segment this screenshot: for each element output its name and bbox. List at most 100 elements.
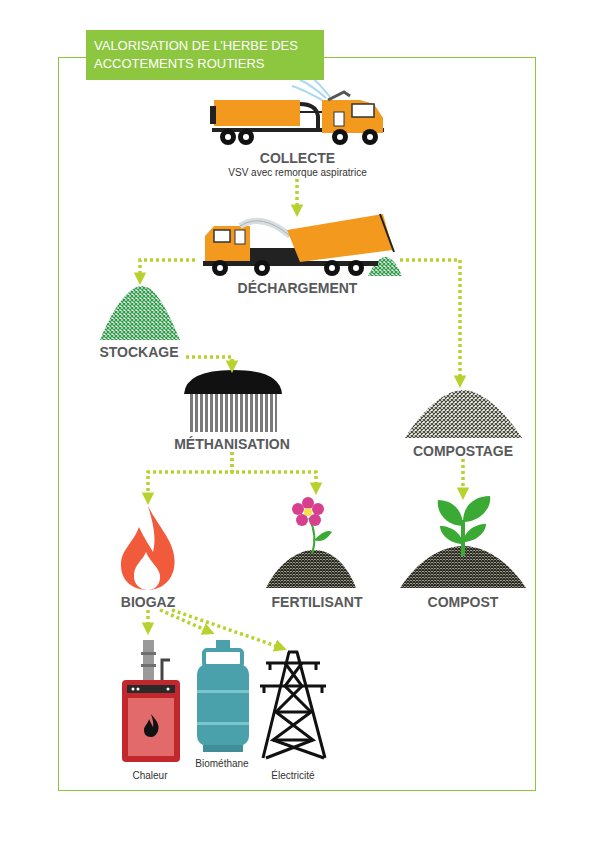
- step-label: MÉTHANISATION: [174, 436, 290, 452]
- digester: [189, 394, 277, 432]
- collect-truck: [322, 100, 383, 133]
- flame-icon: [121, 506, 175, 590]
- electricity-use: Électricité: [256, 648, 330, 782]
- gas-bottle-icon: [197, 640, 249, 752]
- unload-truck: [212, 260, 228, 276]
- unload-truck: [329, 265, 335, 271]
- collect-truck: [220, 129, 236, 145]
- unload-truck: [254, 260, 270, 276]
- digester: [184, 370, 282, 394]
- flow-arrow: [232, 452, 316, 490]
- flow-arrow: [186, 357, 232, 368]
- collect-truck: [328, 92, 350, 100]
- boiler-icon: [132, 688, 135, 691]
- unload-truck: [368, 257, 402, 276]
- unload-truck: [203, 214, 402, 276]
- step-label: Biométhane: [195, 757, 248, 770]
- collect-truck: [300, 104, 318, 128]
- flow-arrow: [295, 179, 299, 212]
- flower-icon: [314, 531, 332, 541]
- plant-icon: [463, 524, 486, 542]
- pylon-icon: [263, 652, 325, 758]
- step-label: COLLECTE: [260, 150, 335, 166]
- collect-truck: [334, 112, 344, 126]
- collect-truck: [337, 134, 343, 140]
- compost-heap: [405, 390, 522, 438]
- flow-arrow: [172, 610, 282, 648]
- collect-truck: [352, 104, 374, 117]
- boiler-icon: [167, 688, 170, 691]
- collect-truck: [367, 134, 373, 140]
- flower-icon: [304, 508, 312, 516]
- diagram-title: VALORISATION DE L’HERBE DES ACCOTEMENTS …: [94, 37, 318, 73]
- storage-pile: [100, 286, 180, 340]
- flower-icon: [266, 497, 356, 588]
- compost-heap: [405, 390, 522, 438]
- collect-truck: [238, 129, 254, 145]
- step-label: Électricité: [271, 769, 314, 782]
- plant-icon: [463, 496, 490, 522]
- unload-truck: [259, 265, 265, 271]
- compost-output: COMPOST: [400, 495, 526, 610]
- step-sublabel: VSV avec remorque aspiratrice: [228, 166, 366, 179]
- boiler-icon: [162, 660, 170, 682]
- collect-truck: [214, 100, 300, 126]
- flow-arrow: [146, 610, 150, 630]
- boiler-icon: [141, 664, 156, 667]
- boiler-icon: [122, 680, 180, 762]
- unload-truck: [287, 214, 393, 262]
- flower-icon: [292, 503, 304, 515]
- collect-truck: [292, 76, 330, 100]
- flow-arrow: [140, 260, 195, 280]
- collect-step: COLLECTEVSV avec remorque aspiratrice: [200, 95, 395, 179]
- plant-icon: [440, 526, 463, 544]
- flow-arrow: [148, 452, 232, 500]
- pylon-icon: [264, 663, 322, 693]
- collect-truck: [225, 134, 231, 140]
- unload-truck: [348, 260, 364, 276]
- boiler-icon: [137, 688, 140, 691]
- flower-icon: [309, 514, 321, 526]
- unload-truck: [353, 265, 359, 271]
- boiler-icon: [128, 698, 174, 756]
- flower-icon: [302, 497, 314, 509]
- gas-bottle-icon: [204, 650, 242, 666]
- boiler-icon: [127, 685, 175, 693]
- gas-bottle-icon: [197, 664, 249, 746]
- unload-truck: [240, 221, 290, 236]
- unload-truck: [324, 260, 340, 276]
- flow-arrow: [400, 260, 460, 383]
- unload-truck: [214, 230, 230, 242]
- collect-truck: [362, 129, 378, 145]
- gas-bottle-icon: [197, 690, 249, 693]
- collect-truck: [210, 106, 216, 124]
- heat-use: Chaleur: [116, 630, 184, 782]
- digestion-step: MÉTHANISATION: [167, 368, 297, 452]
- pylon-icon: [288, 651, 298, 654]
- unload-step: DÉCHARGEMENT: [195, 212, 400, 296]
- unload-truck: [217, 265, 223, 271]
- boiler-icon: [141, 652, 156, 655]
- step-label: COMPOST: [428, 594, 499, 610]
- flow-arrow: [160, 610, 210, 632]
- boiler-icon: [143, 640, 154, 682]
- pylon-icon: [260, 652, 326, 758]
- step-label: BIOGAZ: [121, 594, 175, 610]
- pylon-icon: [266, 663, 324, 758]
- flame-icon: [121, 506, 175, 590]
- title-banner: VALORISATION DE L’HERBE DES ACCOTEMENTS …: [86, 30, 324, 80]
- fertiliser-output: FERTILISANT: [262, 490, 372, 610]
- flower-icon: [266, 550, 356, 588]
- plant-icon: [400, 496, 526, 588]
- digester: [184, 370, 282, 432]
- storage-step: STOCKAGE: [92, 280, 186, 360]
- collect-truck: [332, 129, 348, 145]
- plant-icon: [438, 500, 463, 526]
- unload-truck: [250, 248, 300, 261]
- boiler-icon: [122, 640, 180, 762]
- biogas-output: BIOGAZ: [108, 500, 188, 610]
- step-label: STOCKAGE: [99, 344, 178, 360]
- storage-pile: [100, 286, 180, 340]
- boiler-icon: [144, 714, 159, 737]
